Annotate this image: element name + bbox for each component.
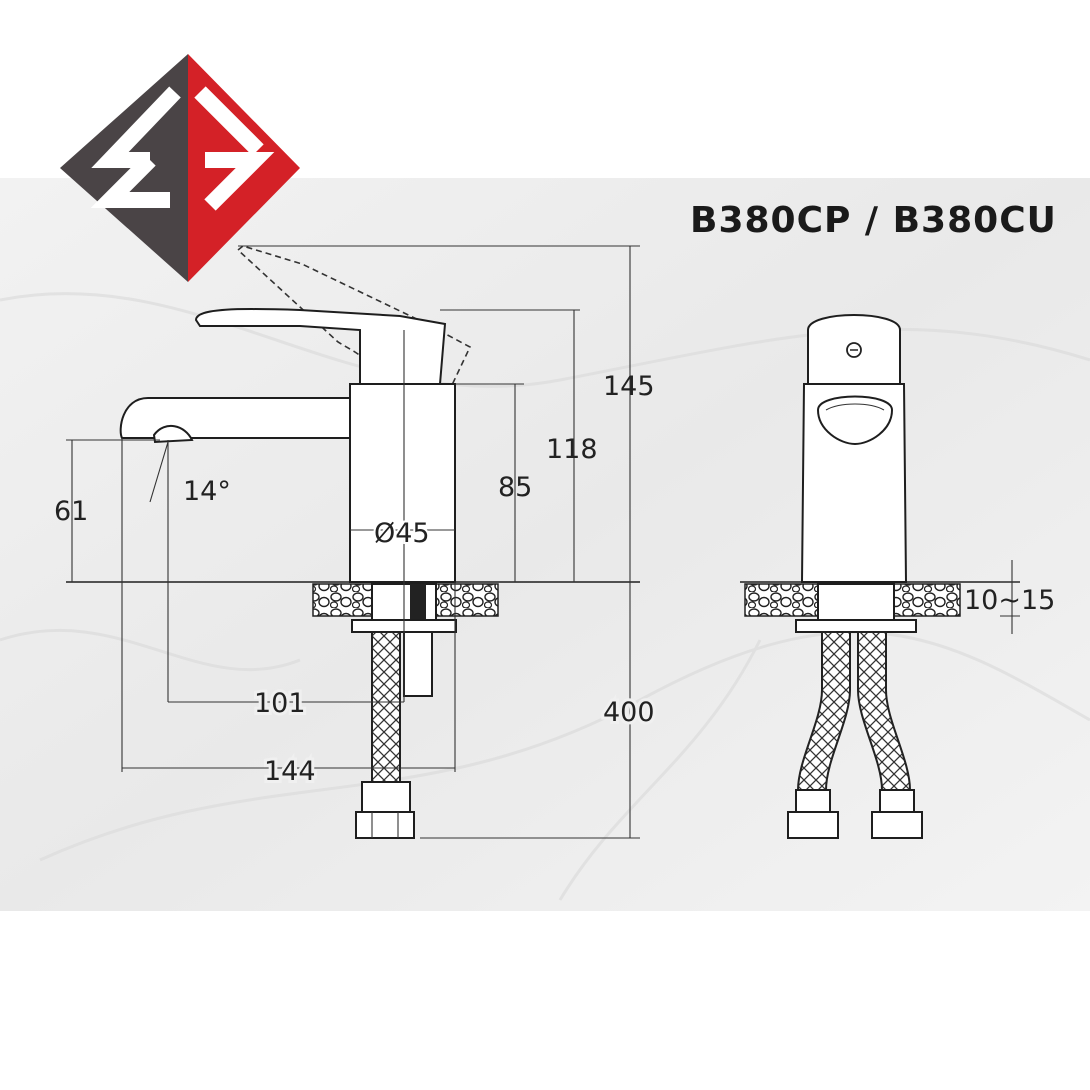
model-number: B380CP / B380CU <box>690 200 1057 241</box>
marble-veins <box>0 292 1090 901</box>
marble-background <box>0 178 1090 911</box>
faucet-front-view <box>740 314 1020 839</box>
dim-total-length: 144 <box>264 756 316 787</box>
dim-handle-height: 118 <box>546 434 598 465</box>
dim-base-diameter: Ø45 <box>374 518 430 549</box>
dim-body-height: 85 <box>498 472 532 503</box>
faucet-side-view <box>66 245 640 839</box>
dim-overall-height: 145 <box>603 371 655 402</box>
deck-dimension-lines <box>1000 560 1020 634</box>
dim-spout-angle: 14° <box>183 476 231 507</box>
dim-spout-reach: 101 <box>254 688 306 719</box>
dim-spout-height: 61 <box>54 496 88 527</box>
dim-hose-length: 400 <box>603 697 655 728</box>
dim-deck-thickness: 10~15 <box>964 585 1055 616</box>
hose-side <box>371 631 401 783</box>
sg-logo <box>60 54 300 282</box>
side-dimension-lines <box>66 245 640 839</box>
